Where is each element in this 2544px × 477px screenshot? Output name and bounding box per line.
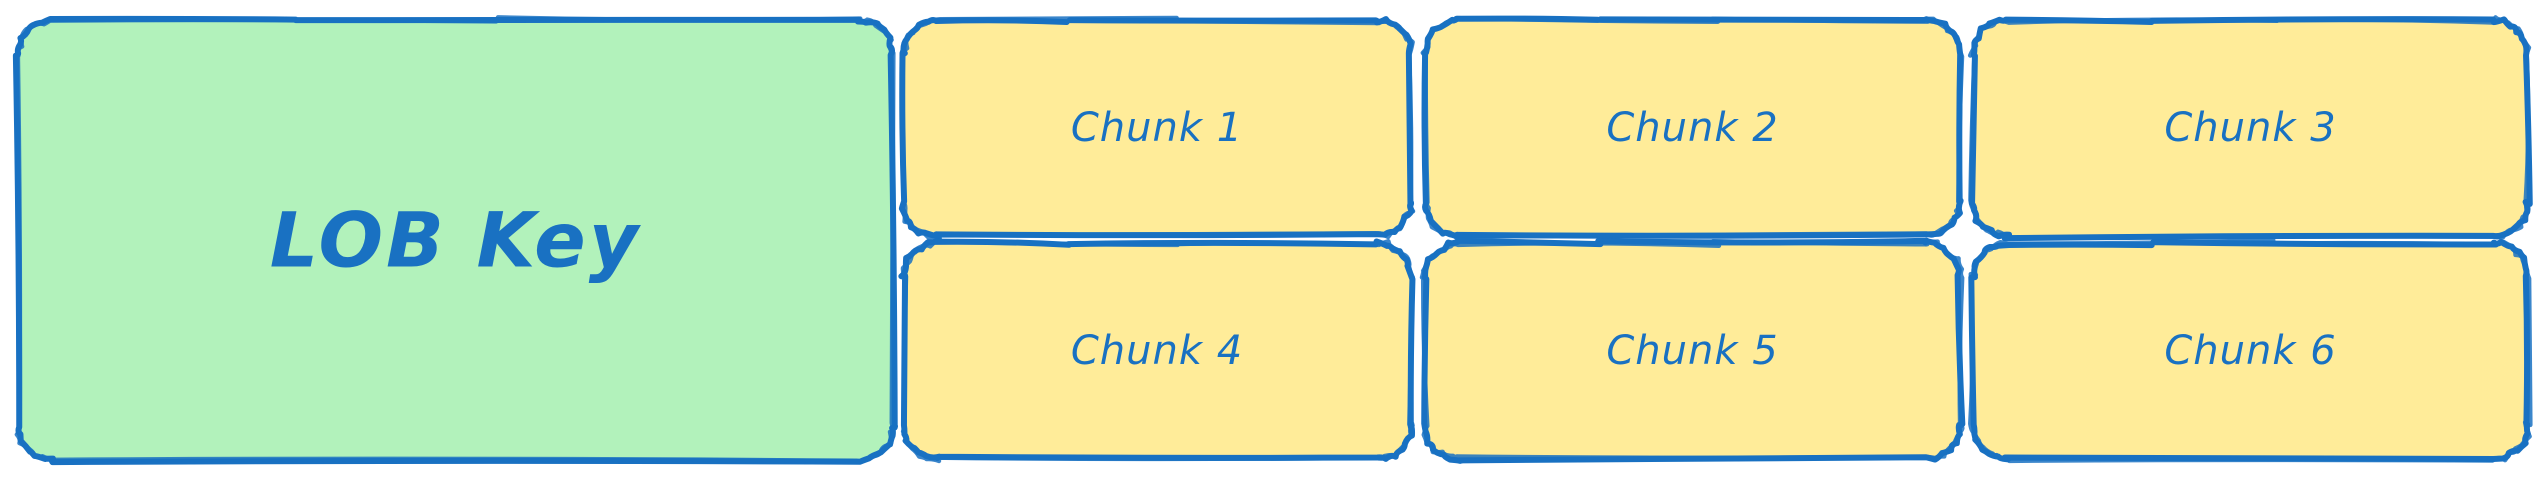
node-fill — [1972, 19, 2529, 238]
node-chunk-1[interactable] — [898, 15, 1416, 242]
node-outline-secondary — [1968, 237, 2533, 464]
node-lob-key[interactable] — [12, 15, 898, 466]
node-outline-secondary — [1420, 15, 1965, 242]
node-outline-secondary — [899, 15, 1416, 242]
node-fill — [902, 242, 1412, 459]
node-chunk-5[interactable] — [1419, 237, 1966, 464]
node-fill — [1972, 242, 2530, 460]
node-chunk-2[interactable] — [1420, 15, 1965, 242]
node-outline-secondary — [1419, 238, 1965, 464]
node-fill — [16, 18, 894, 462]
node-chunk-4[interactable] — [898, 238, 1416, 464]
node-fill — [902, 18, 1412, 237]
node-fill — [1424, 18, 1961, 237]
node-chunk-6[interactable] — [1968, 237, 2533, 464]
node-outline-secondary — [14, 15, 898, 464]
node-outline-secondary — [1967, 15, 2532, 241]
node-outline-secondary — [900, 238, 1416, 464]
node-fill — [1424, 242, 1961, 460]
node-chunk-3[interactable] — [1967, 15, 2533, 242]
